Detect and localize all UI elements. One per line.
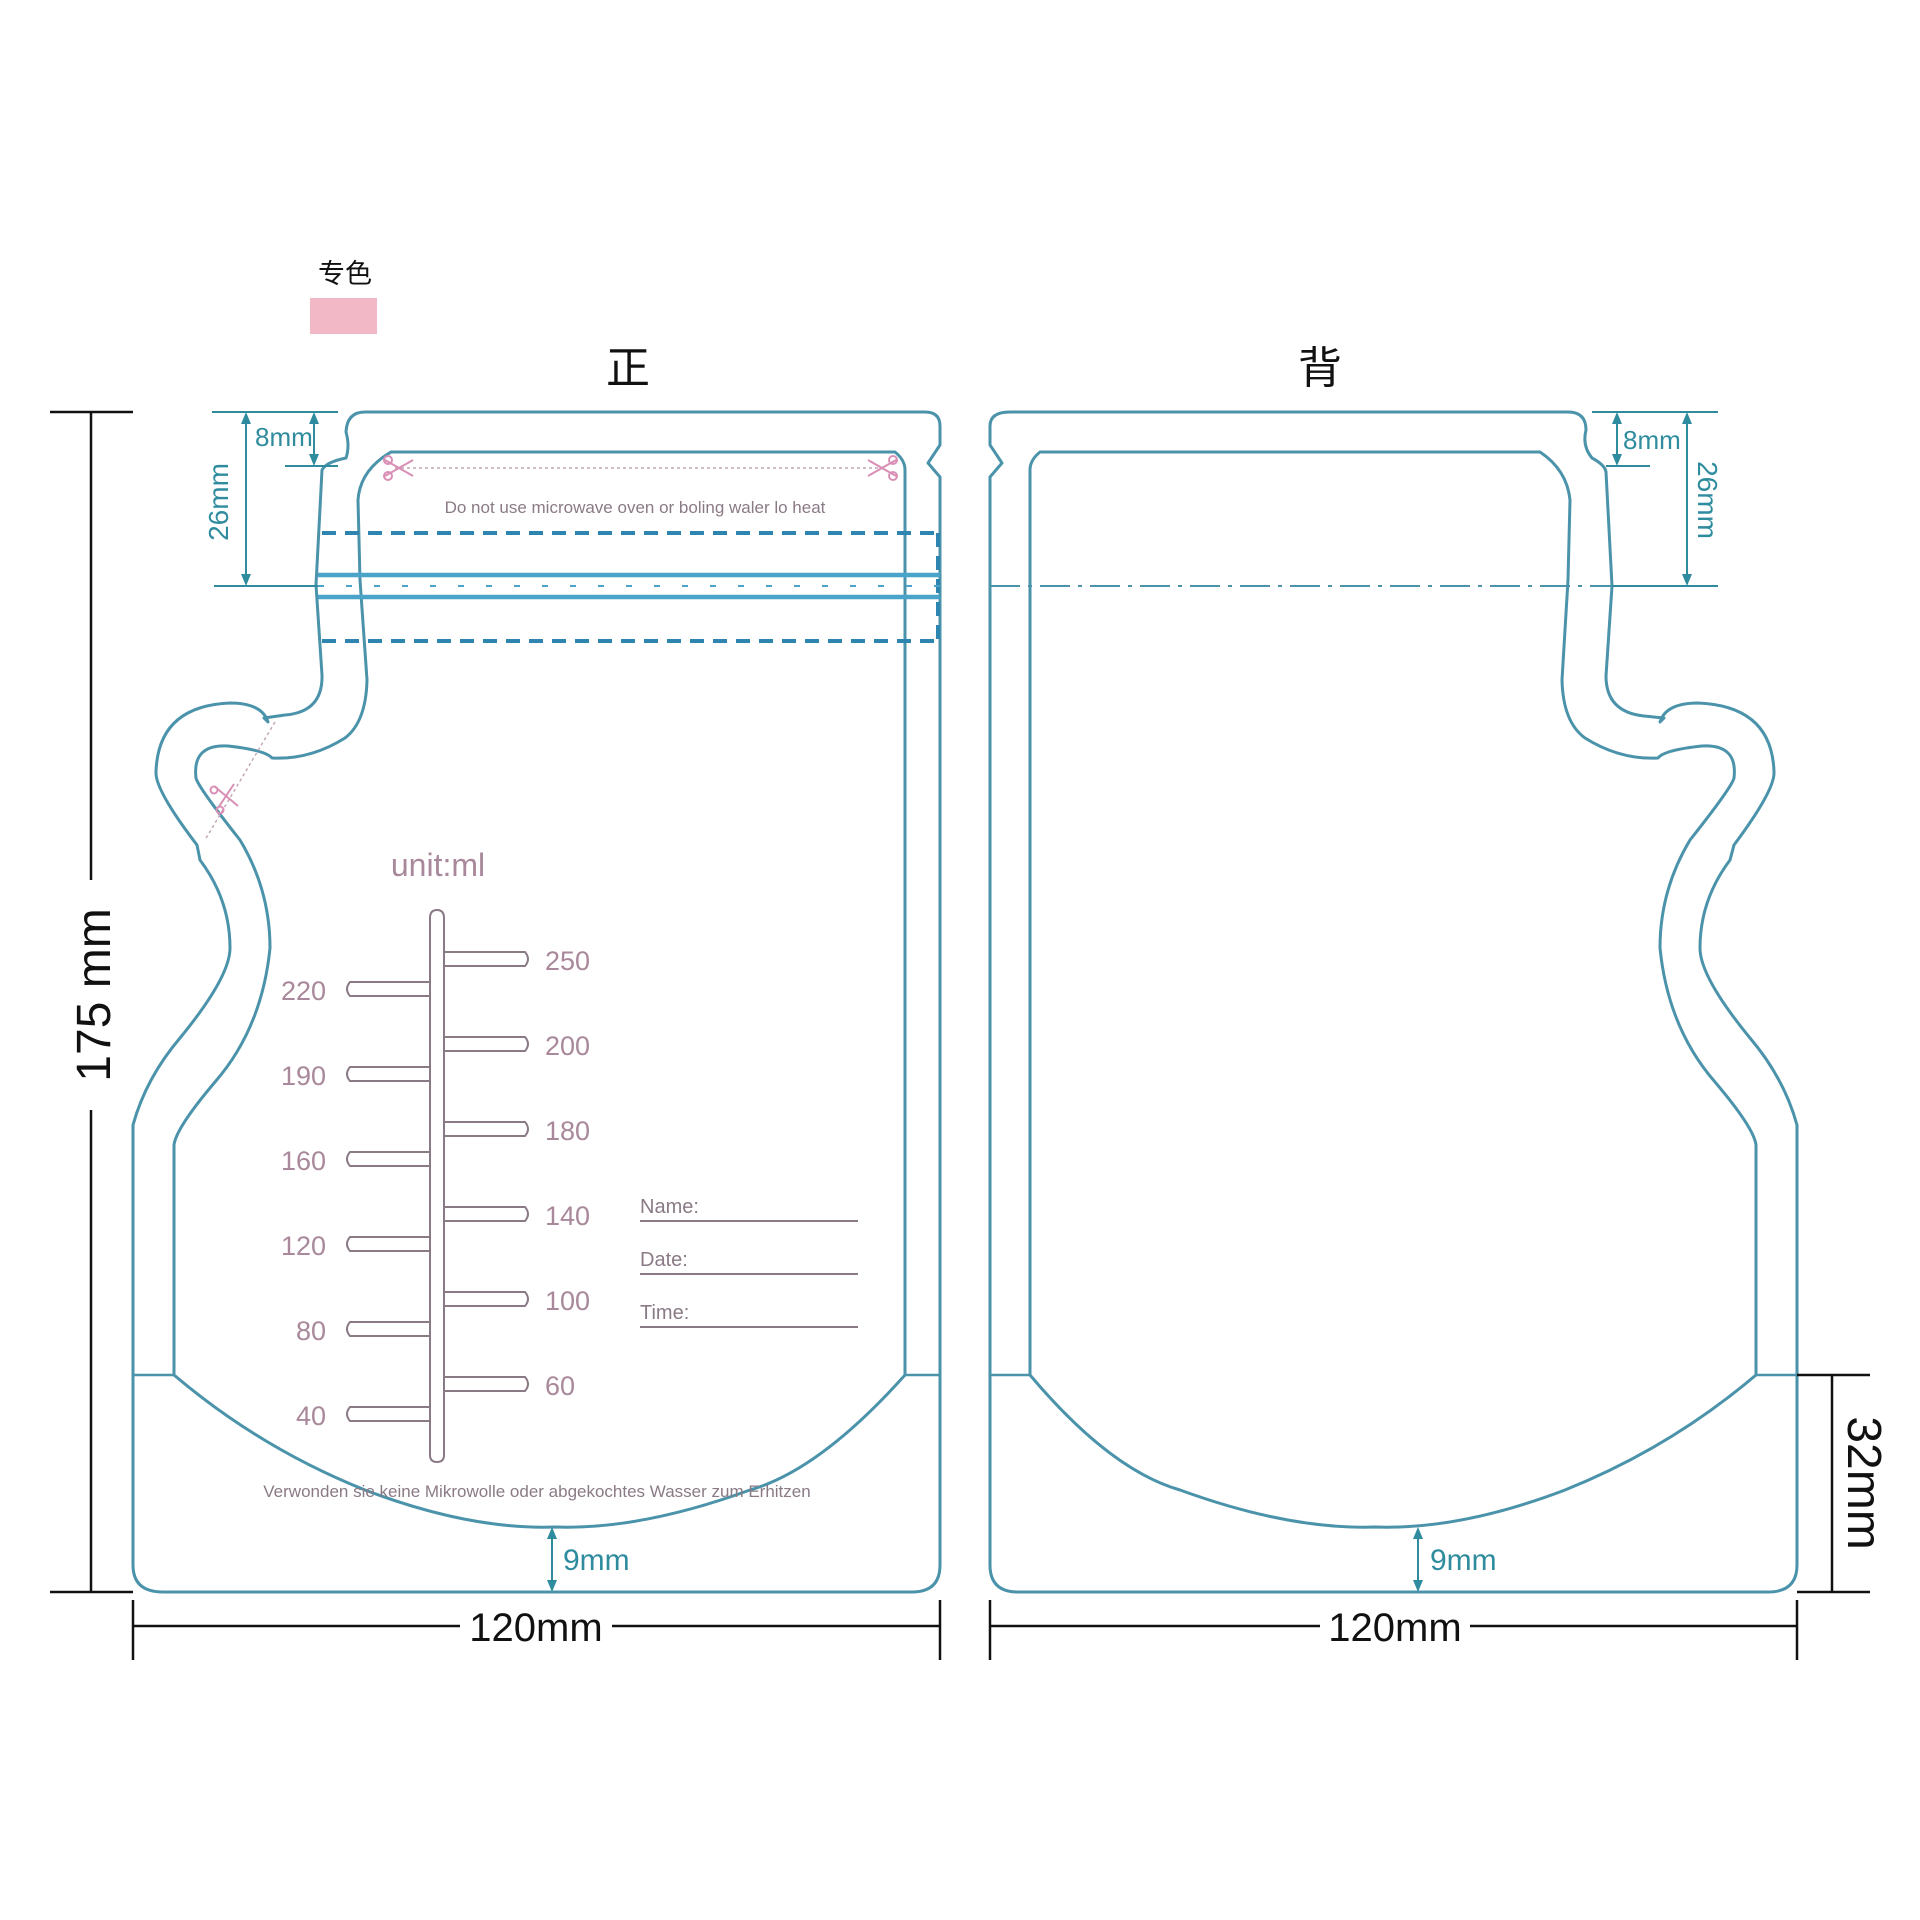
field-name-label: Name: — [640, 1196, 699, 1218]
dim-front-9-label: 9mm — [563, 1544, 630, 1577]
front-bag: Do not use microwave oven or boling wale… — [131, 410, 942, 1594]
dim-front-width: 120mm — [131, 1600, 942, 1660]
scale-label-left: 160 — [281, 1146, 326, 1176]
scale-label-left: 120 — [281, 1231, 326, 1261]
label-fields: Name: Date: Time: — [640, 1196, 858, 1328]
back-bag — [988, 410, 1799, 1594]
back-outer-outline — [988, 410, 1799, 1594]
front-warning-bottom: Verwonden sie keine Mikrowolle oder abge… — [263, 1482, 810, 1501]
scale-label-right: 140 — [545, 1201, 590, 1231]
spot-color-swatch — [310, 298, 377, 334]
scale-tick-right — [444, 1121, 529, 1137]
measuring-scale: 250 200 180 140 100 60 220 190 160 120 8… — [281, 908, 590, 1464]
dim-back-9-label: 9mm — [1430, 1544, 1497, 1577]
front-outer-outline — [131, 410, 942, 1594]
dim-back-8-label: 8mm — [1623, 425, 1681, 455]
dim-front-26-label: 26mm — [203, 463, 234, 541]
dim-front-width-label: 120mm — [469, 1606, 602, 1650]
scale-tick-left — [346, 981, 430, 997]
scale-tick-right — [444, 951, 529, 967]
field-time-label: Time: — [640, 1302, 689, 1324]
back-title: 背 — [1298, 344, 1342, 393]
scale-label-right: 250 — [545, 946, 590, 976]
scale-label-left: 220 — [281, 976, 326, 1006]
dim-back-bottom-9: 9mm — [1413, 1527, 1497, 1592]
scale-label-left: 80 — [296, 1316, 326, 1346]
dim-back-top: 8mm 26mm — [1592, 411, 1723, 587]
front-inner-outline — [172, 450, 907, 1529]
dim-back-width-label: 120mm — [1328, 1606, 1461, 1650]
scale-label-right: 100 — [545, 1286, 590, 1316]
scale-tick-right — [444, 1376, 529, 1392]
field-date-label: Date: — [640, 1249, 688, 1271]
front-title: 正 — [606, 344, 650, 393]
legend-label: 专色 — [318, 259, 372, 289]
scale-label-right: 200 — [545, 1031, 590, 1061]
unit-label: unit:ml — [391, 847, 485, 883]
scissors-icon — [867, 455, 898, 481]
dim-gusset-label: 32mm — [1837, 1416, 1890, 1549]
scale-label-right: 180 — [545, 1116, 590, 1146]
dim-front-top: 8mm 26mm — [203, 411, 338, 587]
scale-tick-left — [346, 1406, 430, 1422]
dim-front-8-label: 8mm — [255, 422, 313, 452]
scale-tick-left — [346, 1151, 430, 1167]
scale-label-left: 40 — [296, 1401, 326, 1431]
scale-label-right: 60 — [545, 1371, 575, 1401]
scale-tick-right — [444, 1036, 529, 1052]
front-tear-line-handle — [204, 721, 276, 841]
dim-gusset-32: 32mm — [1797, 1373, 1890, 1594]
scale-tick-left — [346, 1321, 430, 1337]
dim-back-26-label: 26mm — [1692, 461, 1723, 539]
back-inner-outline — [1028, 450, 1758, 1529]
front-warning-top: Do not use microwave oven or boling wale… — [445, 498, 826, 517]
dim-front-bottom-9: 9mm — [547, 1527, 630, 1592]
scale-tick-left — [346, 1066, 430, 1082]
dim-height-label: 175 mm — [68, 908, 121, 1081]
scale-tick-left — [346, 1236, 430, 1252]
dim-height-175: 175 mm — [50, 410, 133, 1594]
scale-tick-right — [444, 1291, 529, 1307]
scissors-icon — [209, 783, 239, 815]
scissors-icon — [383, 455, 414, 481]
scale-tick-right — [444, 1206, 529, 1222]
scale-label-left: 190 — [281, 1061, 326, 1091]
dim-back-width: 120mm — [988, 1600, 1799, 1660]
